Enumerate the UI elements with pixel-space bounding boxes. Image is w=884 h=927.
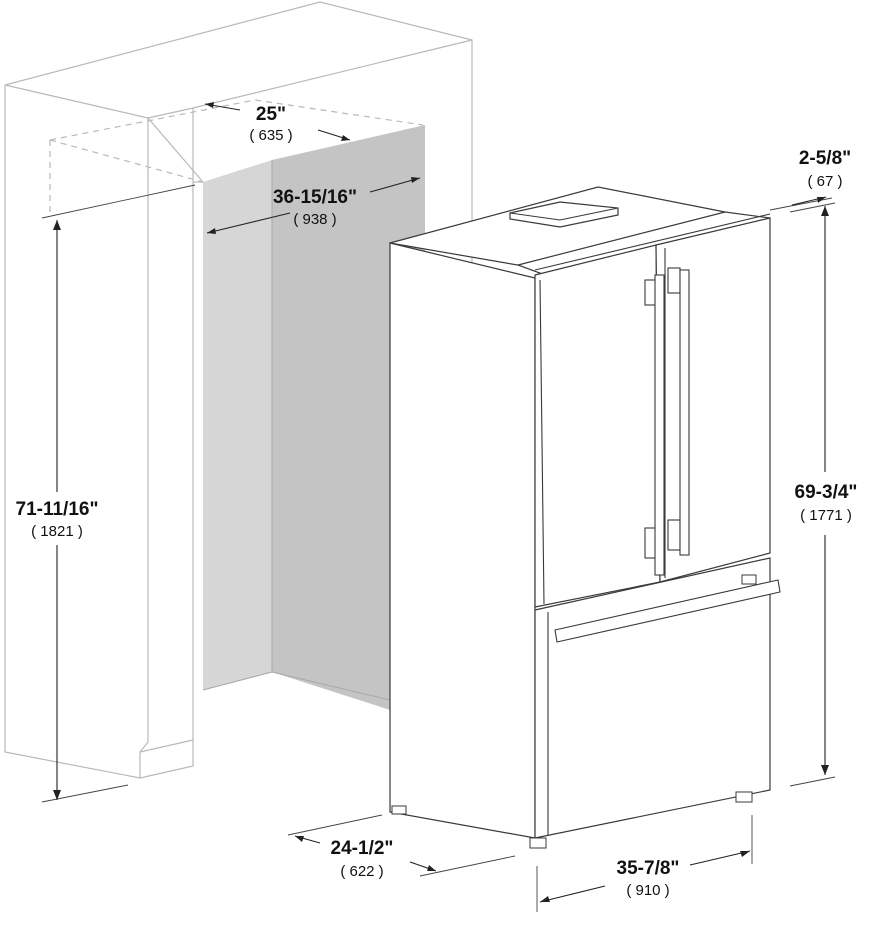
opening-width-mm-label: ( 938 ): [293, 211, 336, 228]
fridge-side-panel: [389, 242, 536, 839]
dimension-fridge-depth: 24-1/2" ( 622 ): [287, 814, 516, 880]
opening-height-inch-label: 71-11/16": [16, 499, 99, 520]
fridge-width-mm-label: ( 910 ): [626, 882, 669, 899]
back-wall: [272, 125, 425, 710]
cabinet-depth-inch-label: 25": [256, 104, 286, 125]
fridge-depth-mm-label: ( 622 ): [340, 863, 383, 880]
dimension-opening-height: 71-11/16" ( 1821 ): [16, 184, 196, 803]
opening-height-mm-label: ( 1821 ): [31, 523, 83, 540]
fridge-width-inch-label: 35-7/8": [617, 858, 680, 879]
fridge-height-inch-label: 69-3/4": [795, 482, 858, 503]
dimension-top-clearance: 2-5/8" ( 67 ): [769, 148, 851, 211]
fridge-foot-right: [735, 791, 753, 803]
fridge-height-mm-label: ( 1771 ): [800, 507, 852, 524]
opening-width-inch-label: 36-15/16": [273, 187, 357, 208]
fridge-foot-front: [529, 837, 547, 849]
dimension-fridge-height: 69-3/4" ( 1771 ): [789, 202, 858, 787]
top-clearance-inch-label: 2-5/8": [799, 148, 851, 169]
fridge-foot-back: [391, 805, 407, 815]
right-door-handle[interactable]: [667, 267, 690, 556]
dimension-fridge-width: 35-7/8" ( 910 ): [536, 815, 753, 912]
left-door-handle[interactable]: [644, 274, 665, 576]
dimension-opening-width: 36-15/16" ( 938 ): [206, 177, 421, 234]
left-fridge-door: [534, 244, 661, 608]
fridge-depth-inch-label: 24-1/2": [331, 838, 394, 859]
wall-floor-line-back: [271, 671, 391, 701]
fridge-top-vent: [509, 201, 619, 228]
refrigerator: [389, 186, 781, 849]
cabinet-depth-mm-label: ( 635 ): [249, 127, 292, 144]
top-clearance-mm-label: ( 67 ): [807, 173, 842, 190]
side-wall: [203, 160, 272, 690]
wall-floor-line: [202, 671, 273, 691]
dimension-cabinet-depth: 25" ( 635 ): [204, 102, 351, 144]
cabinet-enclosure: [4, 1, 473, 779]
freezer-drawer-handle[interactable]: [554, 574, 781, 643]
